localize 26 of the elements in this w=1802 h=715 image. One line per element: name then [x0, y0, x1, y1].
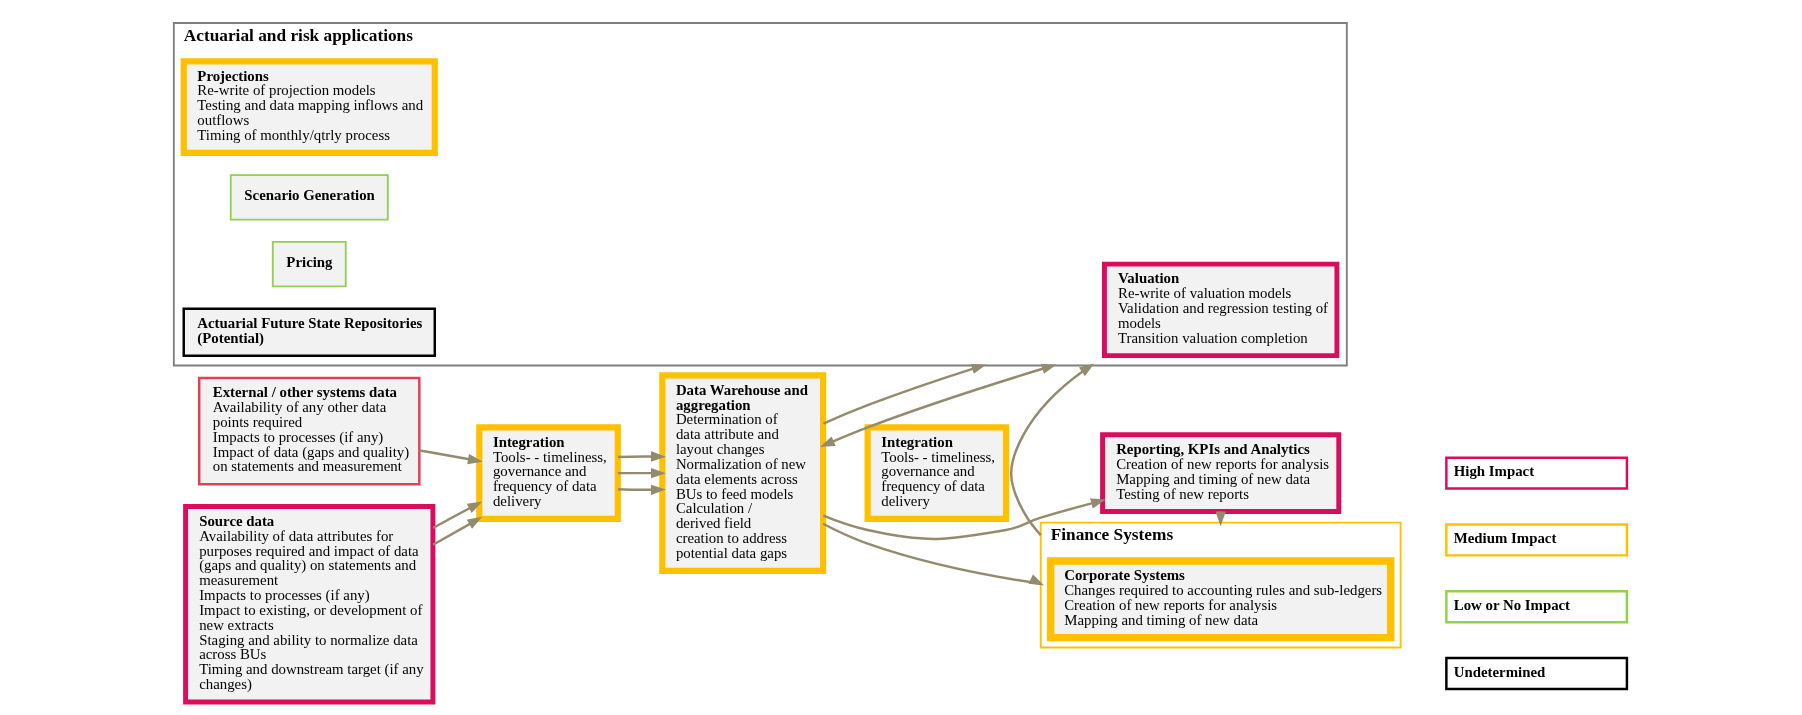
node-box: Data Warehouse and aggregation Determination of data attribute and layout changes Normalization of new data elements across BUs to feed models Calculation / derived field creation to address potential data gaps: [659, 372, 827, 574]
node-box: External / other systems data Availability of any other data points required Impacts to processes (if any) Impact of data (gaps and quality) on statements and measurement: [197, 376, 421, 486]
legend-label: Undetermined: [1453, 663, 1546, 680]
node-box: Corporate Systems Changes required to accounting rules and sub-ledgers Creation of new reports for analysis Mapping and timing of new data: [1046, 557, 1395, 642]
node-box: Projections Re-write of projection models Testing and data mapping inflows and outflows Timing of monthly/qtrly process: [180, 58, 438, 156]
arrow: [432, 501, 483, 530]
arrow: [617, 467, 666, 479]
arrow: [820, 363, 1057, 448]
legend-label: Medium Impact: [1453, 530, 1557, 547]
node-box: Integration Tools- - timeliness, governance and frequency of data delivery: [476, 424, 621, 522]
arrow: [419, 449, 483, 465]
node-box: Scenario Generation: [229, 174, 389, 221]
arrow: [822, 522, 1045, 586]
legend-label: High Impact: [1453, 463, 1535, 480]
arrow: [617, 451, 666, 462]
node-box: Valuation Re-write of valuation models Validation and regression testing of models Transition valuation completion: [1101, 261, 1340, 359]
arrow: [822, 498, 1106, 541]
arrow: [822, 363, 987, 425]
legend-label: Low or No Impact: [1453, 596, 1571, 613]
arrow: [1010, 363, 1095, 536]
arrow: [432, 516, 483, 546]
node-box: Integration Tools- - timeliness, governance and frequency of data delivery: [864, 424, 1010, 522]
node-box: Actuarial Future State Repositories (Potential): [182, 307, 436, 357]
node-box: Pricing: [271, 240, 347, 288]
node-box: Source data Availability of data attributes for purposes required and impact of data (gaps and quality) on statements and measurement Impacts to processes (if any) Impact to existing, or development of new extracts Staging and ability to normalize data across BUs Timing and downstream target (if any changes): [183, 504, 436, 705]
arrow: [617, 484, 666, 495]
